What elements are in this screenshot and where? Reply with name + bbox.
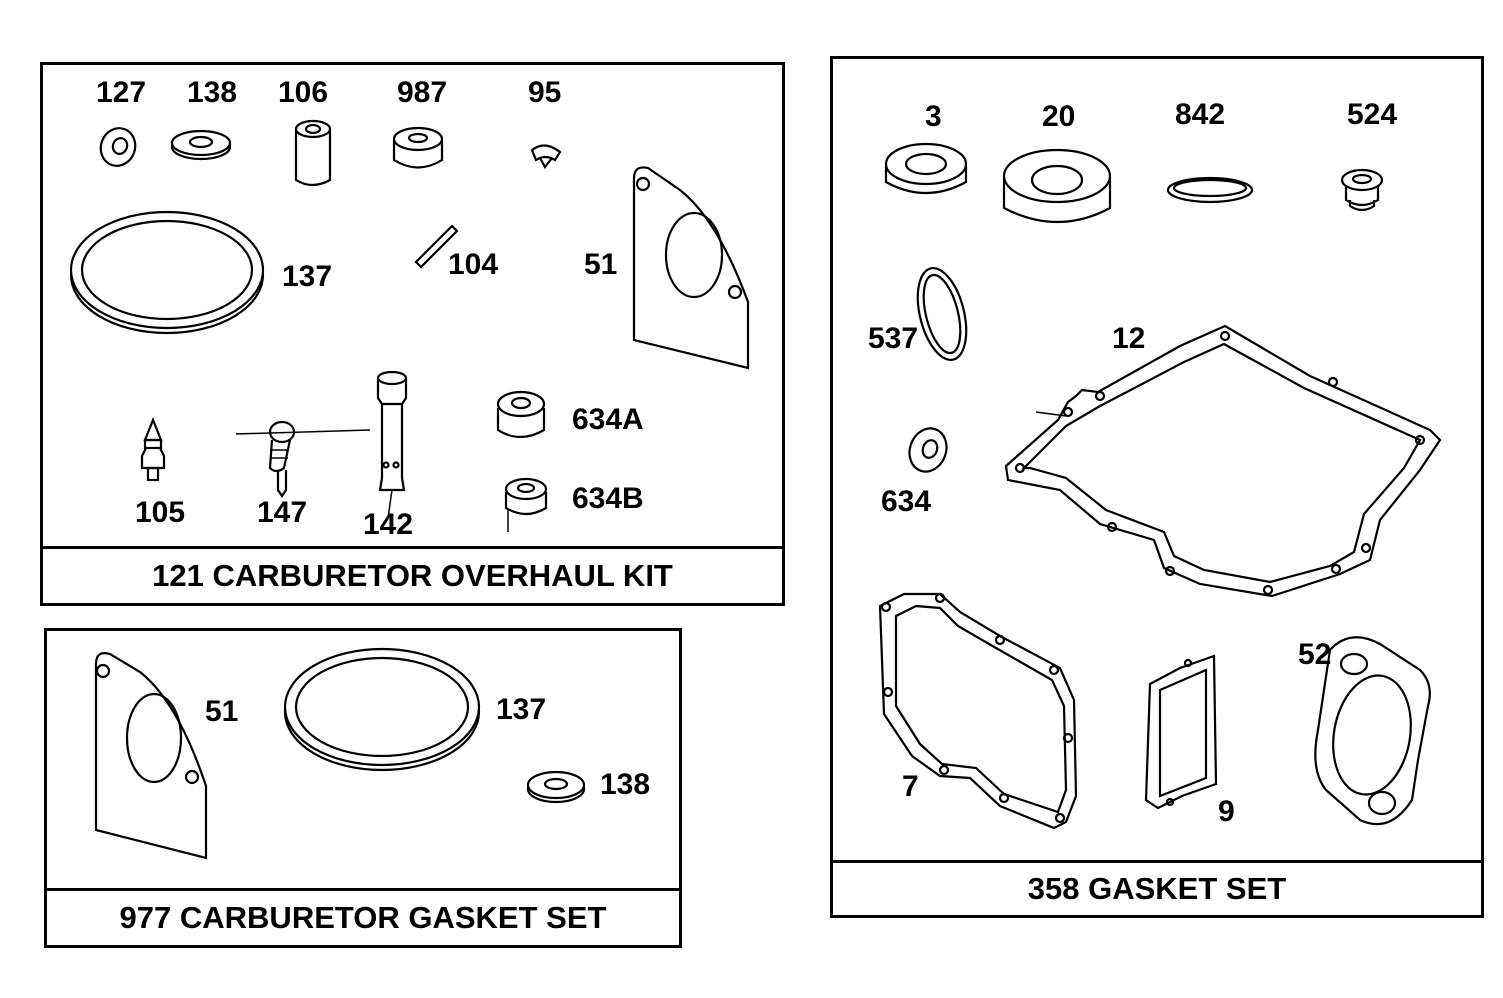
part-label: 147 — [257, 496, 308, 529]
part-label: 842 — [1175, 98, 1226, 131]
kit-title-358: 358 GASKET SET — [833, 860, 1481, 915]
part-label: 104 — [448, 248, 499, 281]
part-label: 52 — [1298, 638, 1332, 671]
kit-title-121: 121 CARBURETOR OVERHAUL KIT — [43, 546, 782, 603]
part-label: 20 — [1042, 100, 1076, 133]
part-label: 524 — [1347, 98, 1398, 131]
part-label: 12 — [1112, 322, 1146, 355]
part-label: 537 — [868, 322, 919, 355]
part-label: 634A — [572, 403, 644, 436]
part-label: 3 — [925, 100, 942, 133]
part-label: 105 — [135, 496, 186, 529]
part-label: 51 — [205, 695, 239, 728]
part-label: 95 — [528, 76, 562, 109]
kit-title-977: 977 CARBURETOR GASKET SET — [47, 888, 679, 945]
part-label: 634 — [881, 485, 932, 518]
part-label: 7 — [902, 770, 919, 803]
kit-panel-977: 977 CARBURETOR GASKET SET — [44, 628, 682, 948]
part-label: 138 — [600, 768, 651, 801]
part-label: 106 — [278, 76, 329, 109]
part-label: 138 — [187, 76, 238, 109]
part-label: 137 — [282, 260, 333, 293]
part-label: 142 — [363, 508, 414, 541]
part-label: 9 — [1218, 795, 1235, 828]
part-label: 634B — [572, 482, 644, 515]
part-label: 51 — [584, 248, 618, 281]
part-label: 127 — [96, 76, 147, 109]
part-label: 137 — [496, 693, 547, 726]
part-label: 987 — [397, 76, 448, 109]
